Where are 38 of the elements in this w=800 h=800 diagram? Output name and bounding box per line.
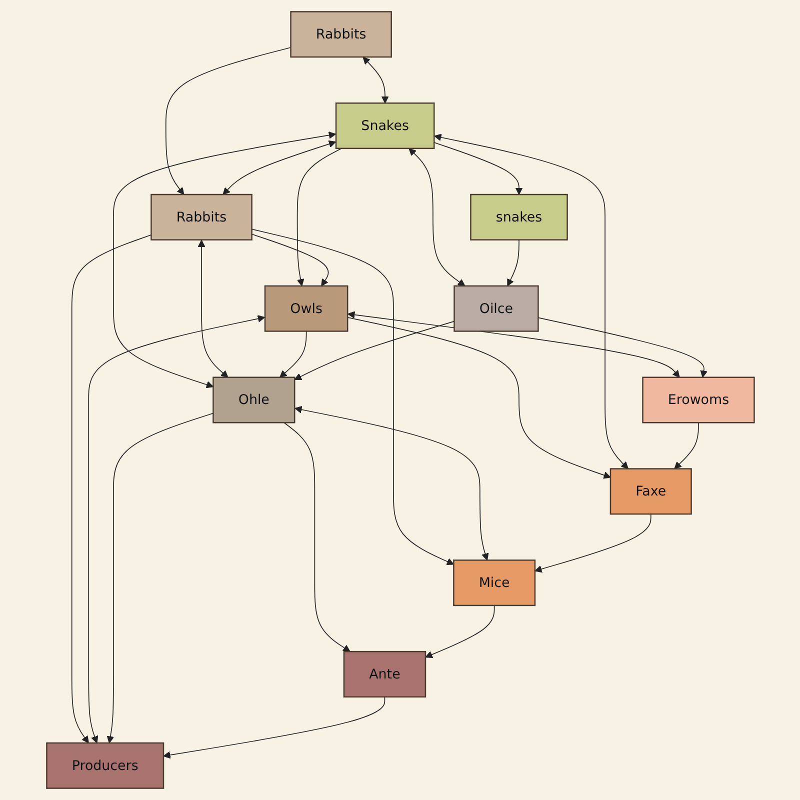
arrow [88, 315, 265, 744]
arrow [279, 330, 306, 378]
arrow [424, 605, 494, 658]
node-box: Oilce [453, 285, 538, 332]
arrow [250, 234, 328, 286]
node-box: Ohle [212, 376, 295, 424]
node-box: Faxe [609, 468, 692, 515]
arrow [674, 422, 698, 470]
arrow [537, 317, 708, 378]
arrow [294, 406, 488, 560]
node-box: Rabbits [150, 194, 252, 240]
arrow [346, 317, 610, 479]
arrow [506, 239, 519, 286]
node-box: Erowoms [642, 376, 754, 424]
arrow [294, 320, 454, 380]
arrow [434, 134, 628, 470]
arrow [70, 234, 152, 744]
arrow [222, 140, 336, 195]
arrow [362, 56, 388, 104]
node-box: Ante [342, 650, 426, 698]
arrow [408, 148, 465, 286]
arrow [283, 422, 350, 652]
node-box: Owls [264, 285, 348, 332]
node-box: Producers [46, 742, 164, 789]
node-box: Mice [452, 560, 536, 606]
arrow [197, 240, 228, 378]
arrow [433, 142, 522, 195]
arrow [106, 412, 214, 744]
arrow [296, 148, 342, 286]
node-box: snakes [470, 194, 568, 240]
arrow [112, 132, 336, 388]
node-box: Rabbits [290, 11, 392, 58]
arrow [534, 514, 651, 573]
node-box: Snakes [334, 102, 434, 150]
arrow [347, 311, 680, 378]
arrow [162, 696, 385, 759]
arrow [165, 47, 291, 195]
arrow [250, 228, 454, 566]
